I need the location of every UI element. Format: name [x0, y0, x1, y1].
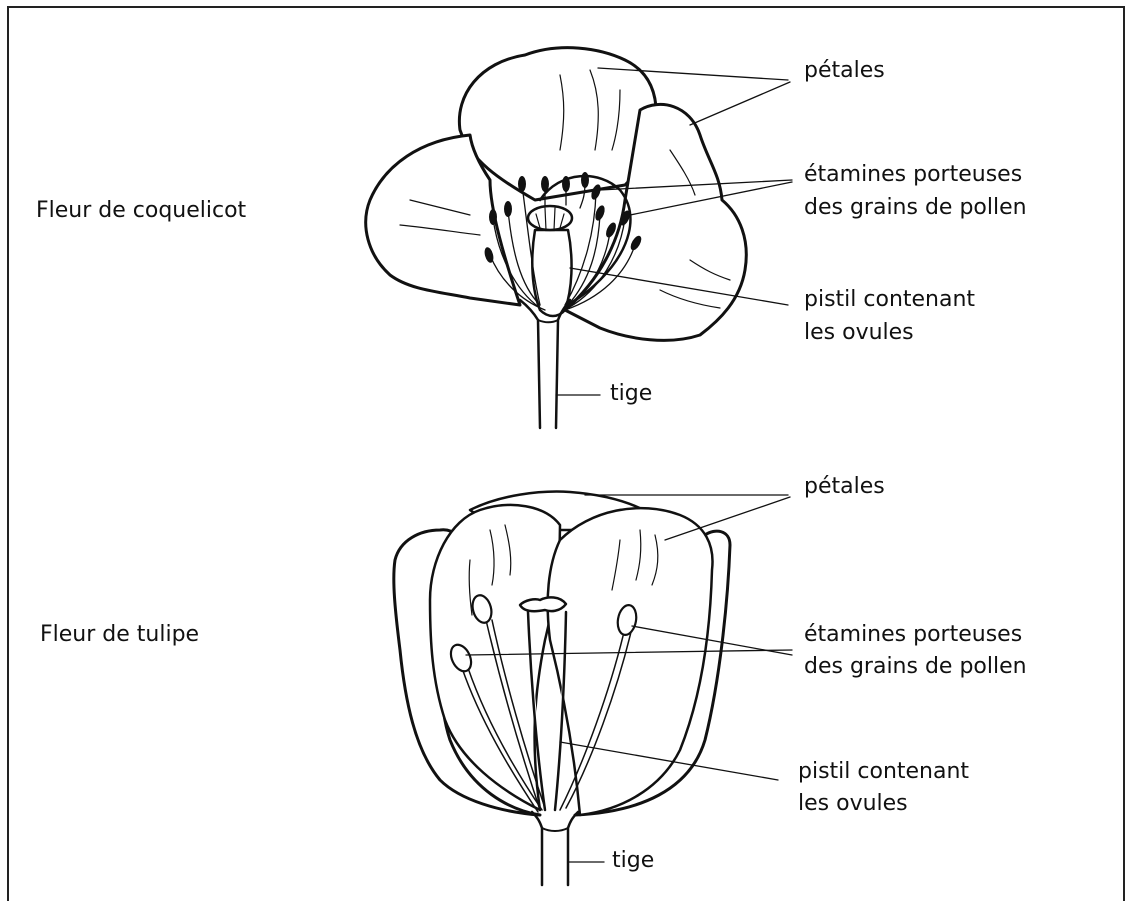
tulip-label-pistil-1: pistil contenant [798, 757, 969, 787]
tulip-label-stamens-2: des grains de pollen [804, 652, 1027, 682]
poppy-label-stem: tige [610, 379, 652, 409]
tulip-flower-drawing [394, 492, 730, 885]
tulip-label-pistil-2: les ovules [798, 789, 908, 819]
poppy-label-pistil-2: les ovules [804, 318, 914, 348]
tulip-label-stem: tige [612, 846, 654, 876]
tulip-title: Fleur de tulipe [40, 620, 199, 650]
tulip-label-stamens-1: étamines porteuses [804, 620, 1022, 650]
poppy-label-stamens-1: étamines porteuses [804, 160, 1022, 190]
tulip-stem [532, 812, 578, 885]
poppy-label-stamens-2: des grains de pollen [804, 193, 1027, 223]
poppy-stigma [528, 206, 572, 230]
poppy-label-pistil-1: pistil contenant [804, 285, 975, 315]
tulip-label-petals: pétales [804, 472, 885, 502]
poppy-title: Fleur de coquelicot [36, 196, 246, 226]
poppy-flower-drawing [366, 48, 747, 428]
poppy-stem [520, 300, 570, 428]
poppy-label-petals: pétales [804, 56, 885, 86]
